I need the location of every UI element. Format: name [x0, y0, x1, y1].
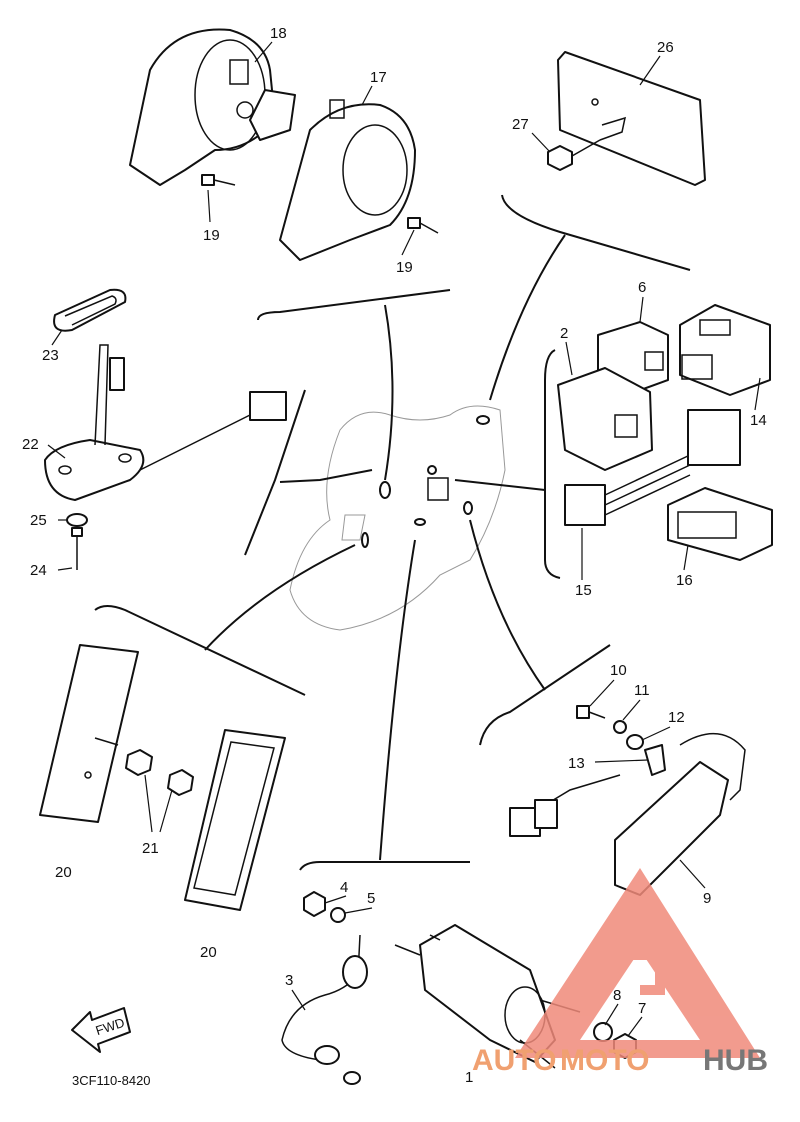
callout-17: 17: [370, 69, 387, 86]
callout-21: 21: [142, 840, 159, 857]
callout-22: 22: [22, 436, 39, 453]
cable-3: [281, 934, 368, 1085]
lead-21: [144, 774, 173, 833]
connector-15: [564, 409, 741, 526]
washer-12: [626, 734, 644, 750]
callout-6: 6: [638, 279, 646, 296]
callout-24: 24: [30, 562, 47, 579]
sender-22: [44, 344, 287, 501]
reflector-group-bracket: [94, 605, 306, 696]
callout-15: 15: [575, 582, 592, 599]
callout-4: 4: [340, 879, 348, 896]
callout-16: 16: [676, 572, 693, 589]
callout-13: 13: [568, 755, 585, 772]
sender-group-bracket: [244, 389, 306, 556]
nut-21b: [167, 769, 194, 796]
relay-group-bracket: [544, 349, 561, 579]
callout-12: 12: [668, 709, 685, 726]
callout-8: 8: [613, 987, 621, 1004]
watermark-text-auto: AUTO: [472, 1044, 556, 1077]
callout-23: 23: [42, 347, 59, 364]
relay-2: [557, 367, 653, 471]
fwd-arrow: FWD: [71, 1007, 131, 1053]
callout-27: 27: [512, 116, 529, 133]
horn-18: [129, 28, 296, 186]
callout-10: 10: [610, 662, 627, 679]
nut-4: [303, 891, 326, 917]
callout-1: 1: [465, 1069, 473, 1086]
callout-3: 3: [285, 972, 293, 989]
callout-18: 18: [270, 25, 287, 42]
washer-8: [593, 1022, 613, 1042]
horn-17: [279, 99, 416, 261]
washer-5: [330, 907, 346, 923]
nut-21a: [125, 749, 153, 776]
bolt-10: [576, 705, 606, 719]
washer-11: [613, 720, 627, 734]
regulator-group-bracket: [479, 644, 611, 746]
callout-7: 7: [638, 1000, 646, 1017]
gasket-23: [53, 288, 127, 332]
callout-2: 2: [560, 325, 568, 342]
leader-lines: [204, 234, 566, 861]
callout-19a: 19: [203, 227, 220, 244]
callout-20a: 20: [55, 864, 72, 881]
screw-24: [71, 527, 83, 570]
unit-14: [679, 304, 771, 396]
plate-26: [557, 51, 706, 186]
callout-9: 9: [703, 890, 711, 907]
connector-16: [667, 487, 773, 561]
reflector-20a: [39, 644, 139, 823]
callout-14: 14: [750, 412, 767, 429]
bolt-19a: [201, 174, 236, 186]
diagram-code: 3CF110-8420: [72, 1073, 151, 1088]
callout-leaders: [47, 41, 761, 1037]
horn-group-bracket: [257, 289, 451, 321]
bolt-19b: [407, 217, 439, 234]
bracket-13: [644, 744, 666, 776]
callout-25: 25: [30, 512, 47, 529]
callout-20b: 20: [200, 944, 217, 961]
nut-27: [547, 116, 627, 171]
reflector-20b: [184, 729, 286, 911]
callout-19b: 19: [396, 259, 413, 276]
plate-group-bracket: [501, 194, 691, 271]
callout-labels: 18 17 19 19 26 27 23 22 25 24 6 2 14 15 …: [22, 25, 767, 1086]
motorcycle-silhouette: [289, 405, 506, 631]
watermark-text-moto: MOTO: [560, 1044, 649, 1077]
regulator-9: [509, 732, 746, 896]
washer-25: [66, 513, 88, 527]
watermark-text-hub: HUB: [703, 1044, 768, 1077]
watermark-logo: [515, 868, 760, 1058]
callout-11: 11: [634, 682, 650, 699]
callout-5: 5: [367, 890, 375, 907]
starter-group-bracket: [299, 861, 470, 871]
callout-26: 26: [657, 39, 674, 56]
